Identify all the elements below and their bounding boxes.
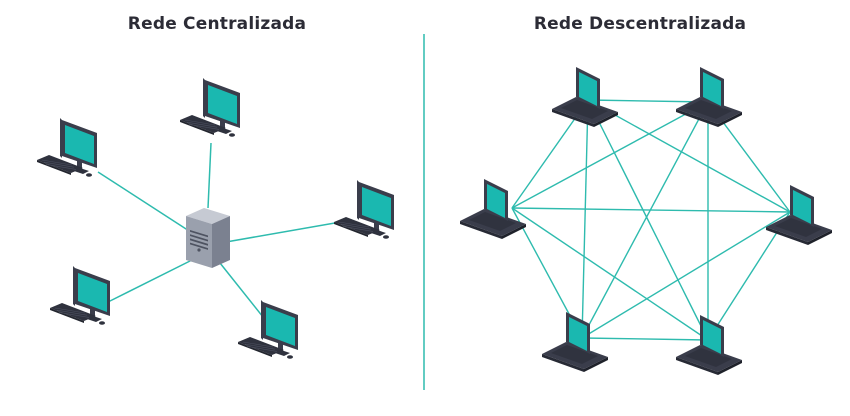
network-link bbox=[581, 99, 589, 339]
network-link bbox=[581, 337, 709, 341]
laptop-icon bbox=[676, 67, 742, 127]
centralized-network-title: Rede Centralizada bbox=[127, 14, 307, 34]
network-link bbox=[207, 142, 212, 209]
network-link bbox=[581, 101, 709, 339]
desktop-computer-icon bbox=[334, 180, 394, 239]
desktop-computer-icon bbox=[50, 266, 110, 325]
network-link bbox=[581, 211, 791, 339]
laptop-icon bbox=[676, 315, 742, 375]
server-tower-icon bbox=[186, 208, 230, 268]
network-link bbox=[511, 207, 791, 213]
network-link bbox=[587, 99, 791, 213]
desktop-computer-icon bbox=[238, 300, 298, 359]
desktop-computer-icon bbox=[180, 78, 240, 137]
network-link bbox=[587, 99, 709, 103]
network-link bbox=[215, 257, 268, 323]
laptop-icon bbox=[460, 179, 526, 239]
network-link bbox=[511, 101, 709, 209]
decentralized-network-title: Rede Descentralizada bbox=[533, 14, 747, 34]
network-link bbox=[225, 219, 353, 243]
laptop-icon bbox=[766, 185, 832, 245]
laptop-icon bbox=[542, 312, 608, 372]
network-link bbox=[97, 171, 201, 239]
laptop-icon bbox=[552, 67, 618, 127]
decentralized-links bbox=[511, 99, 791, 341]
network-link bbox=[587, 99, 709, 341]
network-link bbox=[511, 207, 709, 341]
centralized-links bbox=[97, 142, 353, 323]
desktop-computer-icon bbox=[37, 118, 97, 177]
network-link bbox=[107, 257, 197, 303]
